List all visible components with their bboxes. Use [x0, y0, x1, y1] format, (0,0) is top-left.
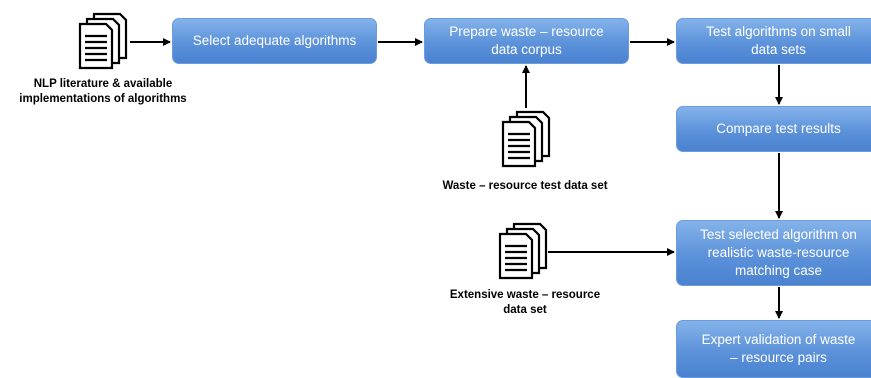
step-test-realistic-case-label: Test selected algorithm on realistic was… [700, 227, 857, 278]
nlp-literature-label: NLP literature & available implementatio… [19, 78, 187, 105]
step-prepare-corpus-label: Prepare waste – resource data corpus [449, 24, 604, 57]
test-data-set-label: Waste – resource test data set [442, 180, 608, 192]
document-stack-icon [501, 110, 551, 168]
document-stack-icon [78, 12, 128, 70]
extensive-data-set-label: Extensive waste – resource data set [449, 289, 601, 316]
step-prepare-corpus: Prepare waste – resource data corpus [424, 18, 629, 64]
step-select-algorithms: Select adequate algorithms [172, 18, 377, 64]
step-expert-validation: Expert validation of waste – resource pa… [676, 320, 871, 378]
step-expert-validation-label: Expert validation of waste – resource pa… [701, 332, 856, 365]
step-test-small-datasets-label: Test algorithms on small data sets [706, 24, 851, 57]
document-stack-icon [498, 222, 548, 280]
step-test-small-datasets: Test algorithms on small data sets [676, 18, 871, 64]
step-compare-results-label: Compare test results [716, 121, 841, 136]
step-select-algorithms-label: Select adequate algorithms [192, 33, 357, 48]
step-compare-results: Compare test results [676, 106, 871, 152]
step-test-realistic-case: Test selected algorithm on realistic was… [676, 220, 871, 286]
